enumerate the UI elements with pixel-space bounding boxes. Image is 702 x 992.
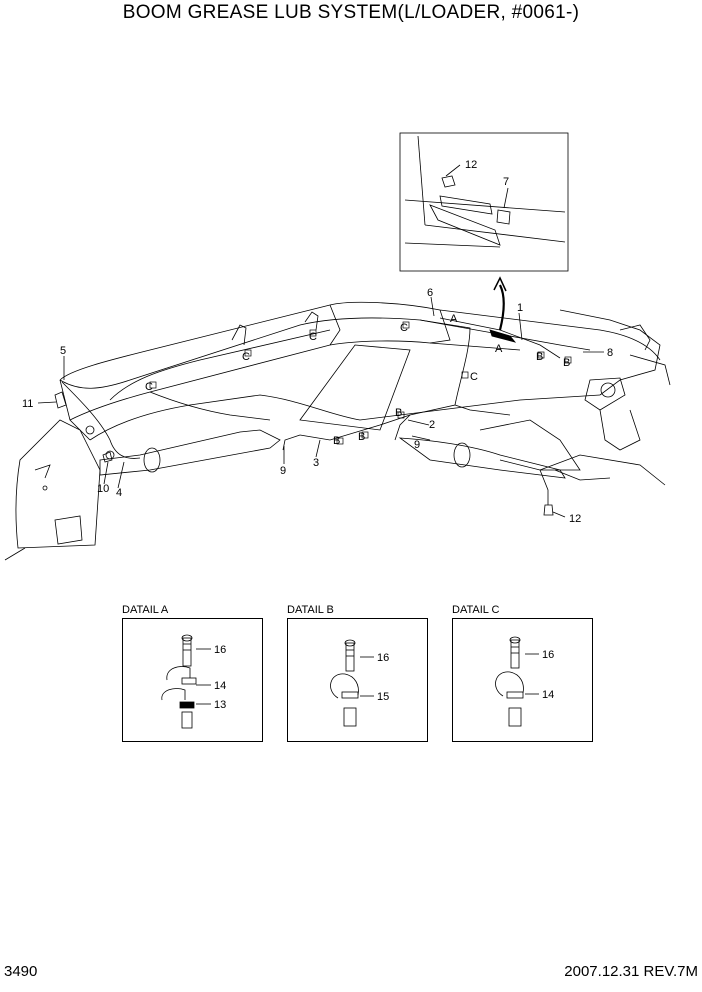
page-number: 3490 — [4, 963, 38, 980]
revision-date: 2007.12.31 REV.7M — [564, 963, 698, 980]
callout-11: 11 — [22, 398, 33, 410]
detail-c-label-14: 14 — [542, 689, 554, 701]
section-mark-c5: C — [470, 371, 478, 383]
detail-b-label-15: 15 — [377, 691, 389, 703]
section-mark-b3: B — [333, 435, 340, 447]
detail-b-drawing: 16 15 — [330, 639, 389, 727]
page-title: BOOM GREASE LUB SYSTEM(L/LOADER, #0061-) — [122, 2, 580, 23]
detail-a-label-13: 13 — [214, 699, 226, 711]
callout-1: 1 — [517, 302, 523, 314]
section-mark-b2: B — [563, 357, 570, 369]
detail-a-label-16: 16 — [214, 644, 226, 656]
callout-8: 8 — [607, 347, 613, 359]
section-mark-c2: C — [309, 331, 317, 343]
callout-4: 4 — [116, 487, 122, 499]
section-mark-c1: C — [242, 351, 250, 363]
section-mark-a2: A — [495, 343, 503, 355]
detail-a-label-14: 14 — [214, 680, 226, 692]
callout-9a: 9 — [280, 465, 286, 477]
detail-b-box — [287, 618, 428, 742]
callout-6: 6 — [427, 287, 433, 299]
callout-12b: 12 — [569, 513, 581, 525]
callout-5: 5 — [60, 345, 66, 357]
callout-3: 3 — [313, 457, 319, 469]
section-mark-c3: C — [145, 381, 153, 393]
callout-9b: 9 — [414, 439, 420, 451]
section-mark-b4: B — [358, 431, 365, 443]
callout-10: 10 — [97, 483, 109, 495]
detail-a-drawing: 16 14 13 — [161, 634, 226, 729]
section-mark-a1: A — [450, 313, 458, 325]
detail-b-label-16: 16 — [377, 652, 389, 664]
inset-detail-box — [399, 132, 569, 272]
detail-a-box — [122, 618, 263, 742]
detail-a-title: DATAIL A — [122, 604, 169, 616]
detail-c-box — [452, 618, 593, 742]
detail-c-drawing: 16 14 — [495, 636, 554, 727]
section-mark-c4: C — [400, 322, 408, 334]
callout-7: 7 — [503, 176, 509, 188]
section-mark-b1: B — [536, 351, 543, 363]
callout-2: 2 — [429, 419, 435, 431]
detail-c-label-16: 16 — [542, 649, 554, 661]
section-mark-b5: B — [395, 407, 402, 419]
detail-b-title: DATAIL B — [287, 604, 334, 616]
callout-12a: 12 — [465, 159, 477, 171]
detail-c-title: DATAIL C — [452, 604, 500, 616]
